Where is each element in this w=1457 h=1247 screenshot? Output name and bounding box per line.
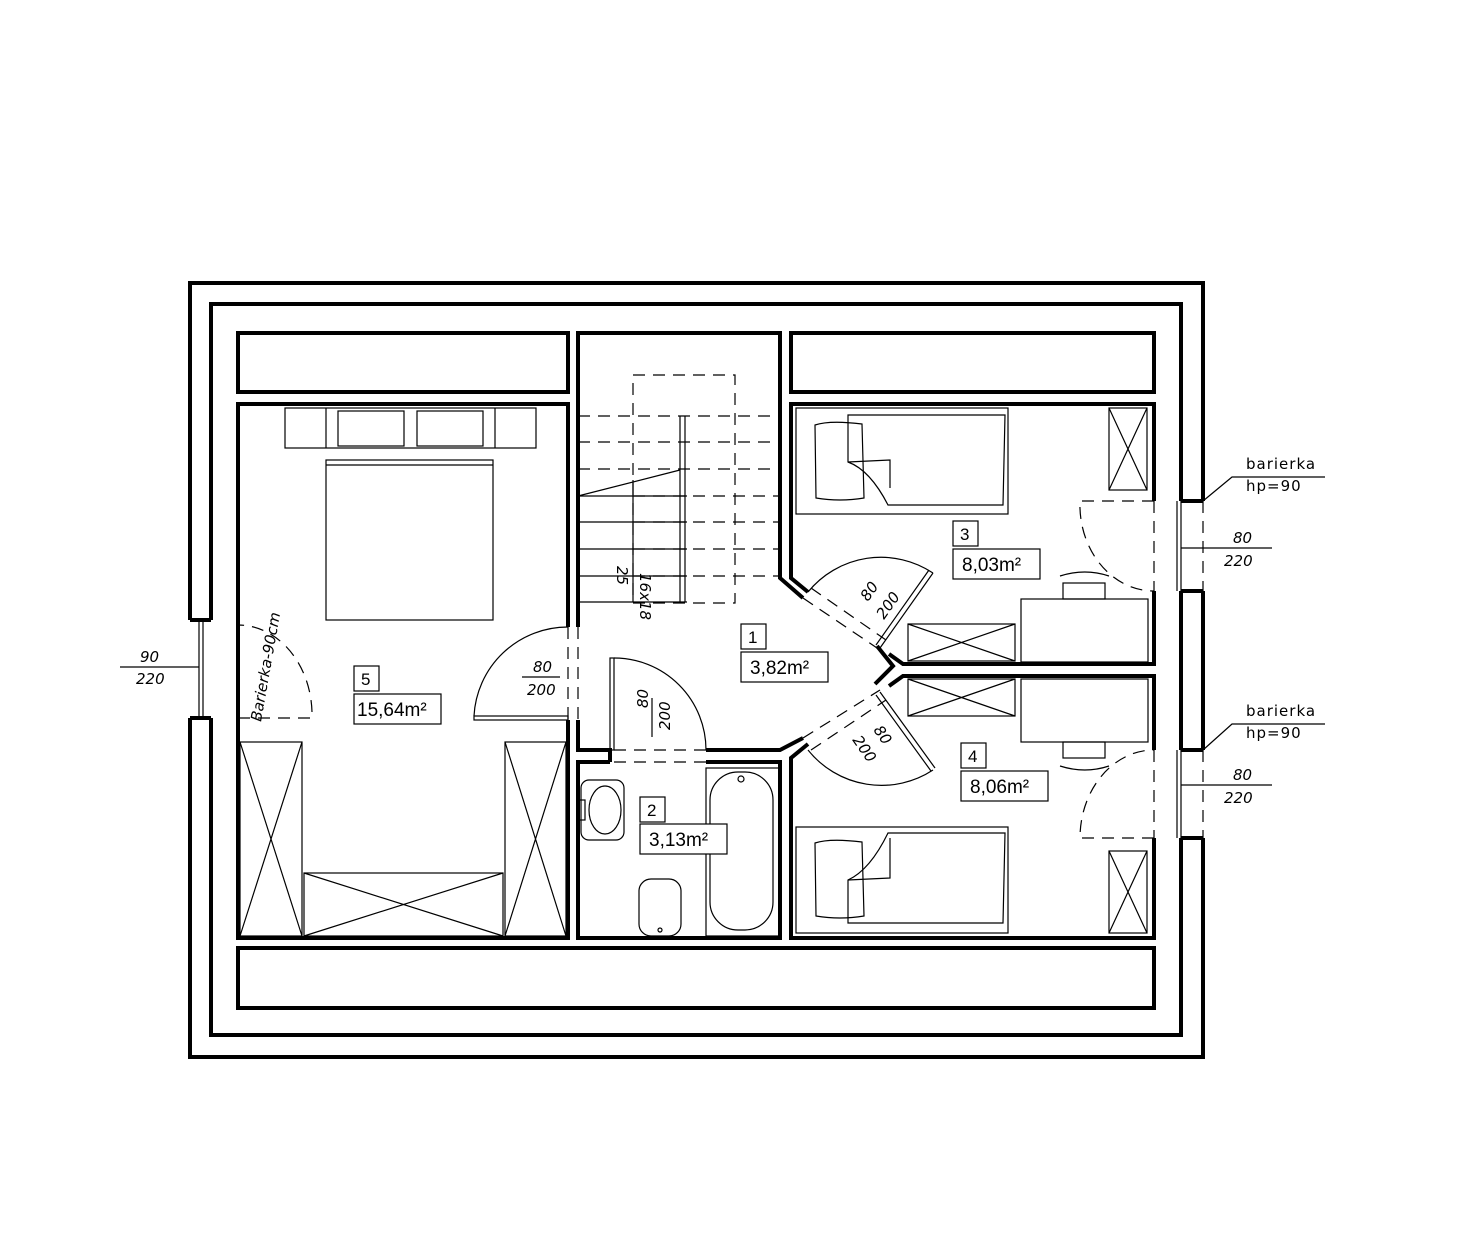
room-label-5: 5 15,64m²	[353, 665, 442, 725]
railing-note-bottom: barierka hp=90	[1202, 702, 1325, 751]
svg-text:80: 80	[857, 578, 883, 604]
door-room4: 80 200	[802, 689, 936, 786]
window-jambs	[190, 499, 1203, 840]
svg-text:200: 200	[527, 681, 556, 699]
outer-wall	[188, 281, 1205, 1059]
double-bed	[284, 407, 537, 621]
svg-text:8,03m²: 8,03m²	[962, 555, 1021, 576]
staircase: 16x18 25	[577, 374, 780, 620]
balcony-door-room5: Barierka-90cm	[237, 611, 313, 723]
room-label-2: 2 3,13m²	[639, 796, 728, 855]
svg-text:2: 2	[647, 801, 656, 820]
svg-text:8,06m²: 8,06m²	[970, 777, 1029, 798]
svg-text:barierka: barierka	[1246, 702, 1316, 720]
stair-steps-label: 16x18	[636, 573, 654, 620]
svg-text:4: 4	[968, 747, 977, 766]
svg-text:hp=90: hp=90	[1246, 724, 1302, 742]
svg-text:90: 90	[140, 648, 159, 666]
svg-text:15,64m²: 15,64m²	[357, 700, 427, 721]
door-room5: 80 200	[473, 626, 579, 721]
bath-walls	[576, 760, 782, 940]
svg-text:80: 80	[1233, 766, 1252, 784]
svg-text:hp=90: hp=90	[1246, 477, 1302, 495]
kneewall-storage-right	[789, 331, 1156, 394]
wardrobes-room5	[239, 741, 567, 937]
window-right-top	[1079, 500, 1272, 592]
room-label-4: 4 8,06m²	[960, 742, 1049, 802]
svg-text:1: 1	[748, 628, 757, 647]
window-labels: 90 220 80 220 80 220	[136, 529, 1253, 807]
hall-walls	[576, 331, 805, 762]
window-right-bottom	[1079, 749, 1272, 839]
room4-walls	[789, 674, 1156, 940]
room3-walls	[789, 402, 1156, 666]
window-left	[120, 620, 204, 718]
bed-room3	[795, 407, 1149, 663]
room-label-3: 3 8,03m²	[952, 520, 1041, 580]
railing-note-top: barierka hp=90	[1202, 455, 1325, 502]
svg-text:200: 200	[656, 701, 674, 730]
svg-text:80: 80	[870, 722, 896, 748]
svg-text:80: 80	[533, 658, 552, 676]
svg-text:5: 5	[361, 670, 370, 689]
kneewall-storage-left	[236, 331, 570, 394]
bed-room4	[795, 678, 1149, 934]
svg-text:220: 220	[1224, 552, 1253, 570]
svg-text:barierka: barierka	[1246, 455, 1316, 473]
room-label-1: 1 3,82m²	[740, 623, 829, 683]
corner-node	[873, 644, 896, 686]
railing-left-label: Barierka-90cm	[247, 611, 284, 723]
svg-text:80: 80	[634, 689, 652, 708]
svg-text:80: 80	[1233, 529, 1252, 547]
svg-text:3,82m²: 3,82m²	[750, 658, 809, 679]
stair-tread-label: 25	[613, 566, 631, 585]
kneewall-storage-bottom	[236, 946, 1156, 1010]
svg-text:3: 3	[960, 525, 969, 544]
svg-text:220: 220	[136, 670, 165, 688]
door-room3: 80 200	[802, 556, 934, 651]
svg-text:220: 220	[1224, 789, 1253, 807]
room5-walls	[236, 402, 570, 940]
inner-wall	[209, 302, 1183, 1037]
svg-text:3,13m²: 3,13m²	[649, 830, 708, 851]
door-bath: 80 200	[609, 657, 707, 763]
